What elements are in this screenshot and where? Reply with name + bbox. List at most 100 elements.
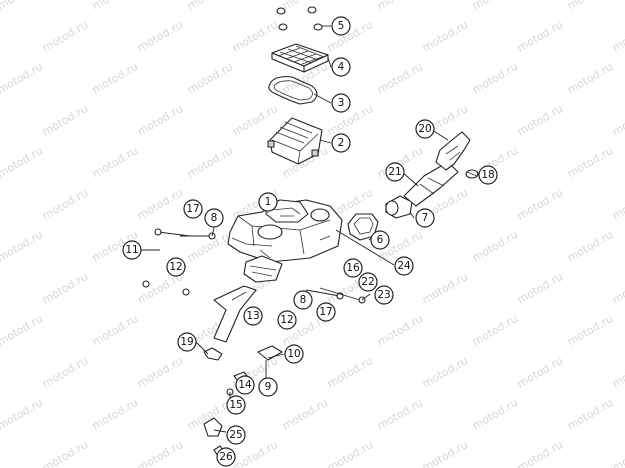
watermark-text: motod.ru	[610, 438, 625, 468]
svg-text:14: 14	[238, 379, 252, 391]
watermark-text: motod.ru	[325, 102, 375, 138]
svg-text:13: 13	[246, 310, 259, 322]
watermark-text: motod.ru	[230, 102, 280, 138]
callout-12a: 12	[166, 257, 186, 277]
watermark-text: motod.ru	[565, 396, 615, 432]
watermark-text: motod.ru	[515, 438, 565, 468]
part-drain-hose	[203, 347, 223, 361]
callout-17a: 17	[183, 199, 203, 219]
watermark-text: motod.ru	[40, 438, 90, 468]
watermark-text: motod.ru	[90, 60, 140, 96]
part-intake-rubber	[385, 195, 413, 219]
watermark-text: motod.ru	[0, 312, 45, 348]
svg-text:10: 10	[287, 348, 300, 360]
svg-text:21: 21	[388, 166, 401, 178]
callout-16: 16	[343, 258, 363, 278]
callout-21: 21	[385, 162, 405, 182]
watermark-text: motod.ru	[375, 312, 425, 348]
watermark-text: motod.ru	[40, 18, 90, 54]
watermark-text: motod.ru	[470, 60, 520, 96]
svg-text:25: 25	[229, 429, 242, 441]
svg-text:3: 3	[338, 97, 345, 109]
callout-15: 15	[226, 395, 246, 415]
callout-7: 7	[415, 208, 435, 228]
callout-18: 18	[478, 165, 498, 185]
watermark-text: motod.ru	[135, 18, 185, 54]
callout-3: 3	[331, 93, 351, 113]
callout-20: 20	[415, 119, 435, 139]
callout-17b: 17	[316, 302, 336, 322]
part-gasket	[268, 76, 318, 105]
svg-text:12: 12	[169, 261, 182, 273]
callout-10: 10	[284, 344, 304, 364]
watermark-text: motod.ru	[40, 102, 90, 138]
watermark-text: motod.ru	[0, 0, 45, 13]
svg-text:16: 16	[346, 262, 360, 274]
svg-text:17: 17	[186, 203, 199, 215]
watermark-text: motod.ru	[420, 438, 470, 468]
watermark-text: motod.ru	[90, 396, 140, 432]
callout-12b: 12	[277, 310, 297, 330]
callout-8a: 8	[204, 208, 224, 228]
watermark-text: motod.ru	[565, 144, 615, 180]
watermark-text: motod.ru	[135, 354, 185, 390]
part-clip	[465, 169, 479, 179]
watermark-text: motod.ru	[280, 0, 330, 13]
watermark-text: motod.ru	[420, 270, 470, 306]
watermark-text: motod.ru	[515, 102, 565, 138]
part-intake-tube	[435, 131, 471, 171]
callout-25: 25	[226, 425, 246, 445]
svg-text:9: 9	[265, 381, 272, 393]
part-nuts	[276, 6, 323, 31]
svg-text:26: 26	[219, 451, 233, 463]
watermark-text: motod.ru	[280, 396, 330, 432]
watermark-text: motod.ru	[90, 312, 140, 348]
svg-text:12: 12	[280, 314, 293, 326]
svg-text:5: 5	[338, 20, 345, 32]
callout-23: 23	[374, 285, 394, 305]
watermark-text: motod.ru	[40, 354, 90, 390]
watermark-text: motod.ru	[135, 438, 185, 468]
part-bolts	[142, 228, 366, 304]
callout-2: 2	[331, 133, 351, 153]
watermark-text: motod.ru	[470, 0, 520, 13]
callout-19: 19	[177, 332, 197, 352]
callout-14: 14	[235, 375, 255, 395]
callout-5: 5	[331, 16, 351, 36]
part-airbox	[227, 199, 343, 283]
svg-text:24: 24	[397, 260, 411, 272]
svg-text:1: 1	[265, 196, 272, 208]
watermark-text: motod.ru	[325, 354, 375, 390]
watermark-text: motod.ru	[0, 396, 45, 432]
callout-1: 1	[258, 192, 278, 212]
svg-text:8: 8	[211, 212, 218, 224]
watermark-text: motod.ru	[565, 0, 615, 13]
watermark-text: motod.ru	[0, 60, 45, 96]
watermark-text: motod.ru	[185, 144, 235, 180]
part-plate	[257, 345, 283, 361]
svg-text:2: 2	[338, 137, 345, 149]
watermark-text: motod.ru	[470, 396, 520, 432]
watermark-text: motod.ru	[470, 312, 520, 348]
callout-8b: 8	[293, 290, 313, 310]
watermark-text: motod.ru	[610, 18, 625, 54]
watermark-text: motod.ru	[470, 228, 520, 264]
part-filter-housing	[267, 117, 323, 165]
part-intake-snorkel	[403, 161, 459, 207]
watermark-text: motod.ru	[375, 0, 425, 13]
callout-26: 26	[216, 447, 236, 467]
callout-22: 22	[358, 272, 378, 292]
watermark-text: motod.ru	[0, 228, 45, 264]
watermark-text: motod.ru	[230, 18, 280, 54]
svg-text:6: 6	[377, 234, 384, 246]
svg-text:7: 7	[422, 212, 429, 224]
watermark-text: motod.ru	[0, 144, 45, 180]
callout-24: 24	[394, 256, 414, 276]
watermark-text: motod.ru	[610, 102, 625, 138]
watermark-text: motod.ru	[90, 144, 140, 180]
watermark-text: motod.ru	[515, 18, 565, 54]
watermark-text: motod.ru	[420, 18, 470, 54]
watermark-text: motod.ru	[90, 0, 140, 13]
svg-text:23: 23	[377, 289, 390, 301]
